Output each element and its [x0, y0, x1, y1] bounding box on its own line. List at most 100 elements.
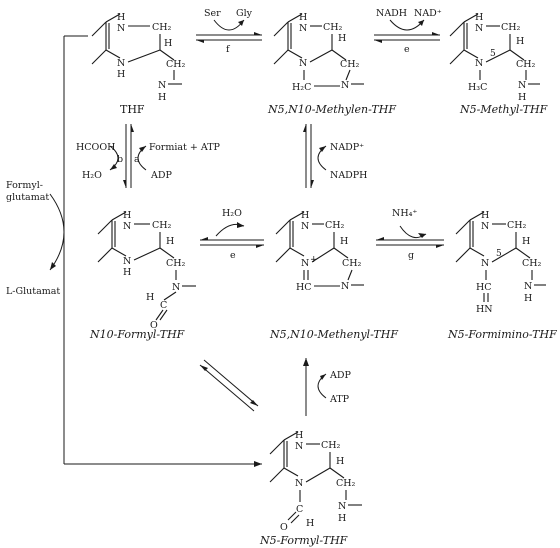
thf-structure: H N N H CH₂ H CH₂ N H — [91, 12, 186, 103]
atom-h: H — [481, 210, 489, 221]
methenyl-thf-structure: H N N + CH₂ H CH₂ N HC — [275, 210, 364, 293]
atom-n: N — [481, 221, 489, 232]
atom-n: N — [524, 281, 532, 292]
atom-o: O — [280, 522, 288, 533]
label-methenyl-thf: N5,N10-Methenyl-THF — [269, 328, 398, 341]
reactant-nh4: NH₄⁺ — [392, 208, 417, 219]
reaction-e-top-arrows — [374, 19, 440, 43]
reactant-nadh: NADH — [376, 8, 407, 19]
position-5: 5 — [496, 249, 502, 259]
atom-n: N — [475, 23, 483, 34]
atom-n: N — [301, 221, 309, 232]
atom-h: H — [301, 210, 309, 221]
cofactor-nadph: NADPH — [330, 170, 367, 181]
reactant-ser: Ser — [204, 8, 221, 19]
n10-formyl-thf-structure: H N N H CH₂ H CH₂ N C H O — [97, 210, 196, 331]
reactant-formyl-glutamat-2: glutamat — [6, 192, 49, 203]
atom-n: N — [301, 258, 309, 269]
atom-n: N — [341, 281, 349, 292]
atom-h: H — [338, 513, 346, 524]
atom-n: N — [295, 441, 303, 452]
cofactor-nadp: NADP⁺ — [330, 142, 364, 153]
atom-h: H — [146, 292, 154, 303]
atom-n: N — [172, 282, 180, 293]
product-h2o-ab: H₂O — [82, 170, 102, 181]
reactant-formyl-glutamat-1: Formyl- — [6, 180, 43, 191]
atom-n: N — [299, 23, 307, 34]
atom-ch2: CH₂ — [325, 220, 345, 231]
reactant-atp: ATP — [329, 394, 350, 405]
atom-h: H — [524, 293, 532, 304]
label-methylene-thf: N5,N10-Methylen-THF — [267, 103, 396, 116]
atom-n: N — [341, 80, 349, 91]
reactant-hcooh: HCOOH — [76, 142, 115, 153]
position-5: 5 — [490, 49, 496, 59]
enzyme-e-top: e — [404, 44, 410, 55]
atom-h: H — [158, 92, 166, 103]
atom-n: N — [481, 258, 489, 269]
atom-ch2: CH₂ — [323, 22, 343, 33]
reaction-ab-arrows — [109, 124, 147, 188]
atom-h: H — [164, 38, 172, 49]
atom-h3c: H₃C — [468, 82, 487, 93]
atom-ch2: CH₂ — [501, 22, 521, 33]
atom-c: C — [160, 300, 167, 311]
atom-ch2: CH₂ — [152, 220, 172, 231]
atom-hn: HN — [476, 304, 493, 315]
atom-h: H — [336, 456, 344, 467]
atom-h: H — [522, 236, 530, 247]
atom-h: H — [299, 12, 307, 23]
atom-ch2: CH₂ — [516, 59, 536, 70]
reaction-diagonal-arrows — [199, 359, 259, 412]
atom-n: N — [295, 478, 303, 489]
atom-h: H — [338, 33, 346, 44]
atom-c: C — [296, 504, 303, 515]
product-gly: Gly — [236, 8, 253, 19]
plus-charge: + — [310, 255, 318, 265]
enzyme-b: b — [117, 154, 123, 165]
methyl-thf-structure: H N N 5 CH₂ H CH₂ N H H₃C — [449, 12, 540, 103]
reaction-atp-arrows — [303, 358, 327, 416]
atom-ch2: CH₂ — [152, 22, 172, 33]
atom-h: H — [123, 267, 131, 278]
atom-n: N — [158, 80, 166, 91]
atom-n: N — [475, 58, 483, 69]
atom-h: H — [518, 92, 526, 103]
atom-h: H — [516, 36, 524, 47]
atom-n: N — [123, 256, 131, 267]
atom-h: H — [123, 210, 131, 221]
reaction-e-mid-arrows — [200, 222, 264, 248]
reactant-formiat-atp: Formiat + ATP — [149, 142, 221, 153]
atom-ch2: CH₂ — [336, 478, 356, 489]
atom-h: H — [117, 12, 125, 23]
reaction-g-arrows — [376, 225, 444, 248]
atom-ch2: CH₂ — [507, 220, 527, 231]
atom-h: H — [340, 236, 348, 247]
product-l-glutamat: L-Glutamat — [6, 286, 60, 297]
label-n5-formyl-thf: N5-Formyl-THF — [259, 534, 348, 547]
label-formimino-thf: N5-Formimino-THF — [447, 328, 557, 341]
enzyme-g: g — [408, 250, 414, 261]
atom-h: H — [166, 236, 174, 247]
product-adp-ab: ADP — [150, 170, 172, 181]
atom-n: N — [299, 58, 307, 69]
atom-ch2: CH₂ — [321, 440, 341, 451]
atom-o: O — [150, 320, 158, 331]
atom-hc: HC — [476, 282, 492, 293]
atom-ch2: CH₂ — [166, 59, 186, 70]
atom-ch2: CH₂ — [522, 258, 542, 269]
enzyme-e-mid: e — [230, 250, 236, 261]
product-adp-atp: ADP — [329, 370, 351, 381]
methylene-thf-structure: H N N CH₂ H CH₂ N H₂C — [273, 12, 364, 93]
enzyme-a: a — [134, 154, 140, 165]
atom-ch2: CH₂ — [342, 258, 362, 269]
atom-n: N — [123, 221, 131, 232]
n5-formyl-thf-structure: H N N CH₂ H CH₂ N H C H O — [269, 430, 362, 533]
atom-n: N — [518, 80, 526, 91]
atom-h: H — [117, 69, 125, 80]
atom-ch2: CH₂ — [340, 59, 360, 70]
reaction-nadp-arrows — [303, 124, 327, 188]
label-methyl-thf: N5-Methyl-THF — [459, 103, 548, 116]
atom-n: N — [117, 23, 125, 34]
atom-h2c: H₂C — [292, 82, 311, 93]
